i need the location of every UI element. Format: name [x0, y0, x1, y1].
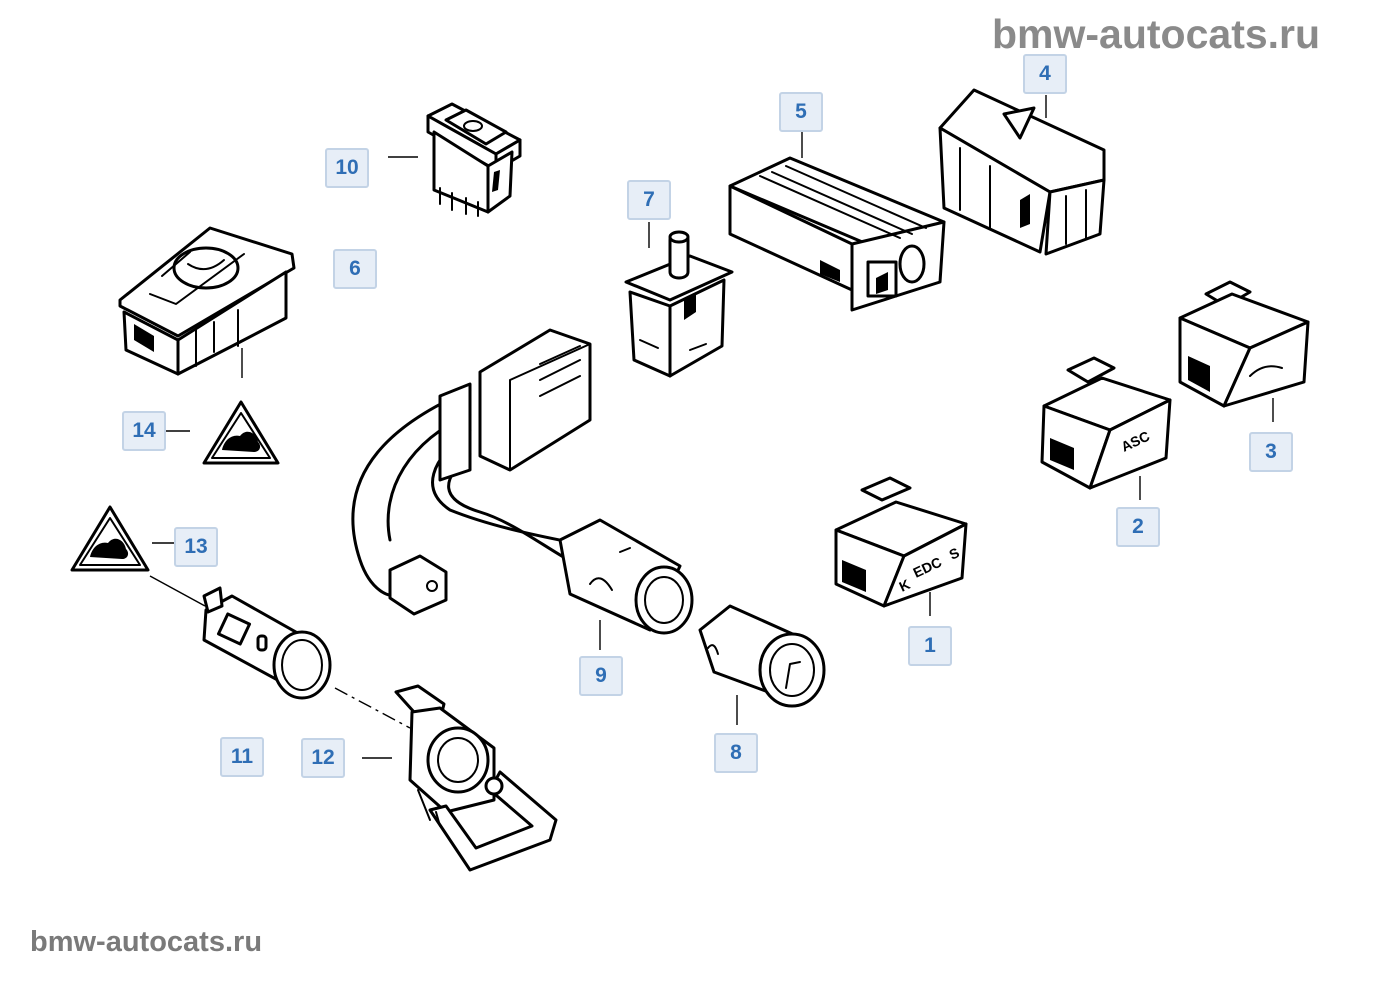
callout-8[interactable]: 8 [714, 733, 758, 773]
callout-10[interactable]: 10 [325, 148, 369, 188]
part-2-asc-switch: ASC [1040, 356, 1172, 490]
part-13-warning-triangle [70, 505, 150, 572]
callout-7[interactable]: 7 [627, 180, 671, 220]
part-5-switch-block [728, 156, 946, 312]
part-8-plug [698, 604, 826, 708]
part-4-hazard-switch [938, 88, 1106, 256]
part-1-edc-switch: EDC K S [834, 476, 968, 608]
callout-12[interactable]: 12 [301, 738, 345, 778]
part-11-socket [202, 586, 332, 700]
watermark-top: bmw-autocats.ru [992, 11, 1321, 57]
part-14-warning-triangle [202, 400, 280, 465]
callout-1[interactable]: 1 [908, 626, 952, 666]
watermark-bottom: bmw-autocats.ru [30, 926, 263, 958]
callout-9[interactable]: 9 [579, 656, 623, 696]
part-9-cable-harness [351, 328, 694, 635]
callout-14[interactable]: 14 [122, 411, 166, 451]
part-12-socket-holder [394, 684, 558, 872]
callout-3[interactable]: 3 [1249, 432, 1293, 472]
callout-13[interactable]: 13 [174, 527, 218, 567]
callout-4[interactable]: 4 [1023, 54, 1067, 94]
leader-lines [149, 95, 1274, 759]
part-7-toggle-switch [624, 230, 734, 378]
part-6-push-switch [118, 226, 296, 376]
callout-6[interactable]: 6 [333, 249, 377, 289]
callout-5[interactable]: 5 [779, 92, 823, 132]
part-3-switch [1178, 280, 1310, 408]
callout-11[interactable]: 11 [220, 737, 264, 777]
part-10-rocker-switch [426, 102, 522, 217]
callout-2[interactable]: 2 [1116, 507, 1160, 547]
